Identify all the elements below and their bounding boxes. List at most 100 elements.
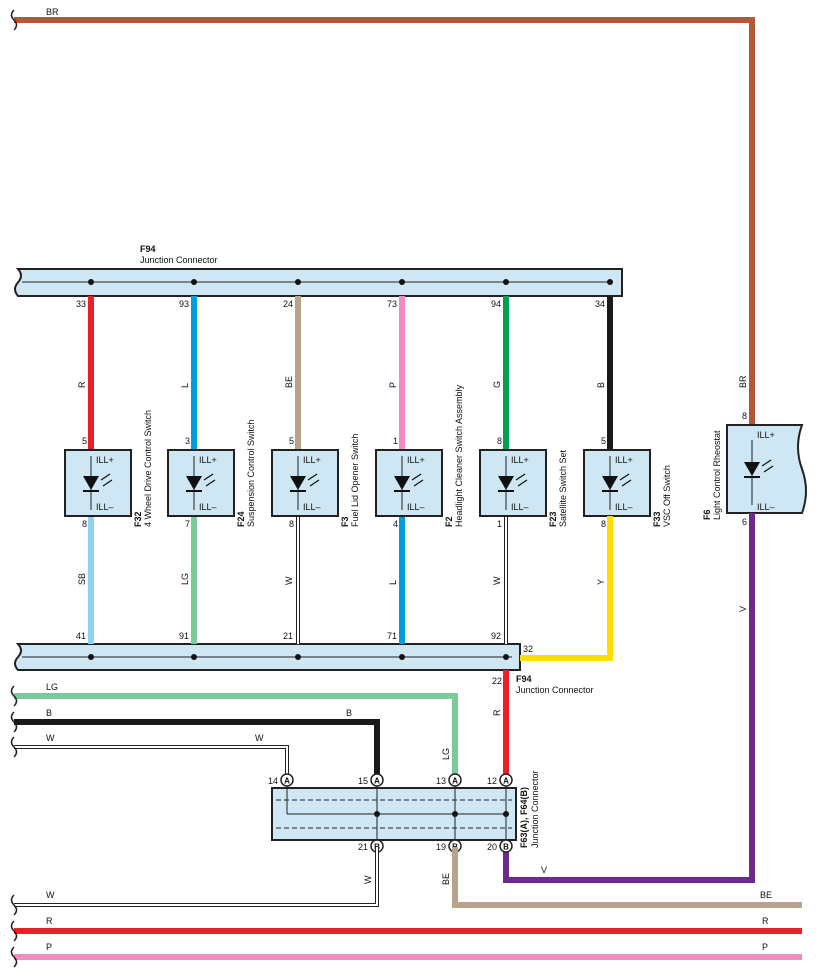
junction-dot-bottom xyxy=(88,654,94,660)
pin-top-bar: 93 xyxy=(179,299,189,309)
wire-label-in: R xyxy=(77,381,87,388)
switch-pin-out: 1 xyxy=(497,519,502,529)
wire-label-lg-vertical: LG xyxy=(441,748,451,760)
wire-label-in: L xyxy=(180,383,190,388)
wire-label-br-vertical: BR xyxy=(738,375,748,388)
switch-box xyxy=(375,449,443,517)
switch-pin-in: 1 xyxy=(393,436,398,446)
wire-label-out: SB xyxy=(77,573,87,585)
rheostat-box xyxy=(726,424,807,514)
wire-label-out: LG xyxy=(180,573,190,585)
wire-w-outer xyxy=(14,745,289,778)
switch-name: Headlight Cleaner Switch Assembly xyxy=(454,384,464,527)
bottom-bar-name: Junction Connector xyxy=(516,685,594,695)
svg-text:19: 19 xyxy=(436,842,446,852)
ill-minus-label: ILL– xyxy=(511,502,529,512)
wire-label-br-top: BR xyxy=(46,7,59,17)
wire-label-b-left: B xyxy=(46,708,52,718)
block-pin-top: A12 xyxy=(487,773,513,817)
ill-plus-label: ILL+ xyxy=(199,455,217,465)
pin-bottom-bar: 41 xyxy=(76,631,86,641)
junction-dot-top xyxy=(607,279,613,285)
switch-box xyxy=(64,449,132,517)
wire-break-bottom-1 xyxy=(10,894,18,916)
wire-label-p-bottom-right: P xyxy=(762,942,768,952)
led-icon xyxy=(394,473,424,492)
switch-pin-out: 8 xyxy=(82,519,87,529)
svg-text:20: 20 xyxy=(487,842,497,852)
rheostat-pin-out: 6 xyxy=(742,517,747,527)
junction-dot-bottom xyxy=(191,654,197,660)
wire-label-w-bottom: W xyxy=(46,890,55,900)
pin-bottom-bar: 91 xyxy=(179,631,189,641)
junction-dot-top xyxy=(191,279,197,285)
switch-box xyxy=(167,449,235,517)
wire-label-r-bottom: R xyxy=(46,916,53,926)
pin-bottom-bar: 21 xyxy=(283,631,293,641)
ill-plus-label: ILL+ xyxy=(303,455,321,465)
block-pin-bottom: B20 xyxy=(487,814,513,853)
rheostat-name: Light Control Rheostat xyxy=(712,430,722,520)
svg-text:13: 13 xyxy=(436,776,446,786)
wire-label-be-right: BE xyxy=(760,890,772,900)
junction-dot-top xyxy=(399,279,405,285)
pin-top-bar: 34 xyxy=(595,299,605,309)
pin-top-bar: 73 xyxy=(387,299,397,309)
pin-bottom-22: 22 xyxy=(492,676,502,686)
svg-text:A: A xyxy=(374,777,380,786)
ill-minus-label: ILL– xyxy=(615,502,633,512)
wire-br-top xyxy=(14,17,755,425)
wire-lg xyxy=(14,693,458,778)
ill-minus-label: ILL– xyxy=(303,502,321,512)
pin-top-bar: 33 xyxy=(76,299,86,309)
ill-plus-label: ILL+ xyxy=(511,455,529,465)
rheostat-pin-in: 8 xyxy=(742,411,747,421)
rheostat-ill-minus: ILL– xyxy=(757,502,775,512)
switch-name: Suspension Control Switch xyxy=(246,419,256,527)
top-bar-name: Junction Connector xyxy=(140,255,218,265)
ill-minus-label: ILL– xyxy=(96,502,114,512)
svg-text:A: A xyxy=(284,777,290,786)
svg-text:A: A xyxy=(452,777,458,786)
switch-box xyxy=(479,449,547,517)
wire-label-v-vertical: V xyxy=(738,606,748,612)
wire-y-f33 xyxy=(520,516,613,661)
wire-be-bottom xyxy=(452,847,802,908)
svg-text:14: 14 xyxy=(268,776,278,786)
led-icon xyxy=(602,473,632,492)
switch-id: F23 xyxy=(548,511,558,527)
wire-label-w-left: W xyxy=(46,733,55,743)
wire-label-out: W xyxy=(284,576,294,585)
junction-dot-top xyxy=(88,279,94,285)
switch-name: VSC Off Switch xyxy=(662,465,672,527)
wire-break-left-1 xyxy=(10,685,18,707)
wire-break-bottom-3 xyxy=(10,946,18,968)
junction-block-id: F63(A), F64(B) xyxy=(519,787,529,848)
wire-label-be-vertical: BE xyxy=(441,873,451,885)
svg-text:21: 21 xyxy=(358,842,368,852)
led-icon xyxy=(498,473,528,492)
ill-plus-label: ILL+ xyxy=(96,455,114,465)
block-pin-top: A 14 xyxy=(268,773,294,814)
wire-label-r-bottom-right: R xyxy=(762,916,769,926)
wire-label-out: W xyxy=(492,576,502,585)
led-icon xyxy=(83,473,113,492)
wire-w-inner xyxy=(14,746,288,778)
wire-label-in: P xyxy=(388,382,398,388)
switch-box xyxy=(583,449,651,517)
pin-top-bar: 94 xyxy=(491,299,501,309)
switch-pin-in: 3 xyxy=(185,436,190,446)
switch-pin-out: 8 xyxy=(289,519,294,529)
junction-block-name: Junction Connector xyxy=(530,770,540,848)
switch-id: F33 xyxy=(652,511,662,527)
junction-dot-top xyxy=(503,279,509,285)
wire-break-left-3 xyxy=(10,736,18,758)
wire-label-lg: LG xyxy=(46,682,58,692)
switch-pin-out: 8 xyxy=(601,519,606,529)
